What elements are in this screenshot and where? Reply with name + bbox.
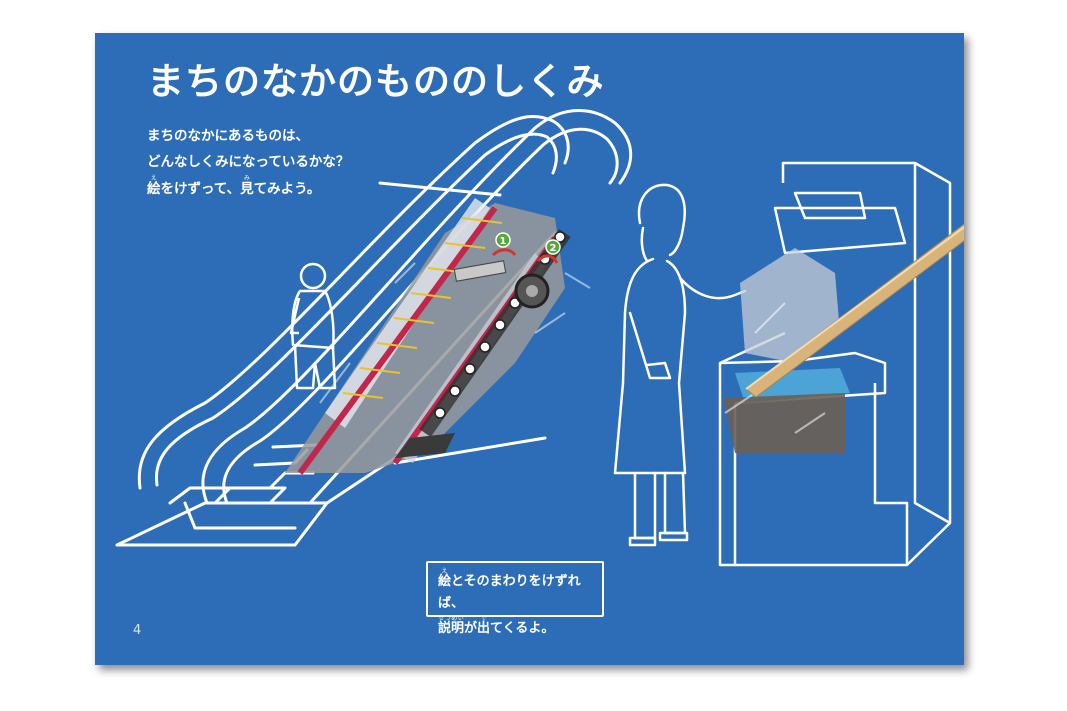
- hint-box: 絵えとそのまわりをけずれば、 説明せつめいが出でてくるよ。: [426, 561, 604, 636]
- escalator-interior-scratched: 1 2: [285, 198, 591, 475]
- scratch-page[interactable]: 1 2: [95, 33, 964, 665]
- marker-2-label: 2: [550, 243, 557, 254]
- illustration: 1 2: [115, 109, 964, 567]
- page-title: まちのなかのもののしくみ: [147, 60, 605, 103]
- intro-text: まちのなかにあるものは、 どんなしくみになっているかな？ 絵えをけずって、見みて…: [147, 123, 349, 202]
- intro-line-2: どんなしくみになっているかな？: [147, 154, 350, 170]
- page-number: 4: [133, 623, 142, 638]
- hint-line-1: 絵えとそのまわりをけずれば、: [438, 568, 581, 611]
- atm-machine: [718, 161, 952, 567]
- atm-interior-scratched: [723, 248, 850, 453]
- intro-line-3: 絵えをけずって、見みてみよう。: [147, 175, 321, 197]
- scratch-stick: [745, 223, 964, 398]
- intro-line-1: まちのなかにあるものは、: [147, 128, 309, 144]
- man-figure: [289, 262, 337, 390]
- hint-line-2: 説明せつめいが出でてくるよ。: [438, 615, 555, 636]
- woman-figure: [613, 183, 747, 547]
- marker-1-label: 1: [500, 236, 507, 247]
